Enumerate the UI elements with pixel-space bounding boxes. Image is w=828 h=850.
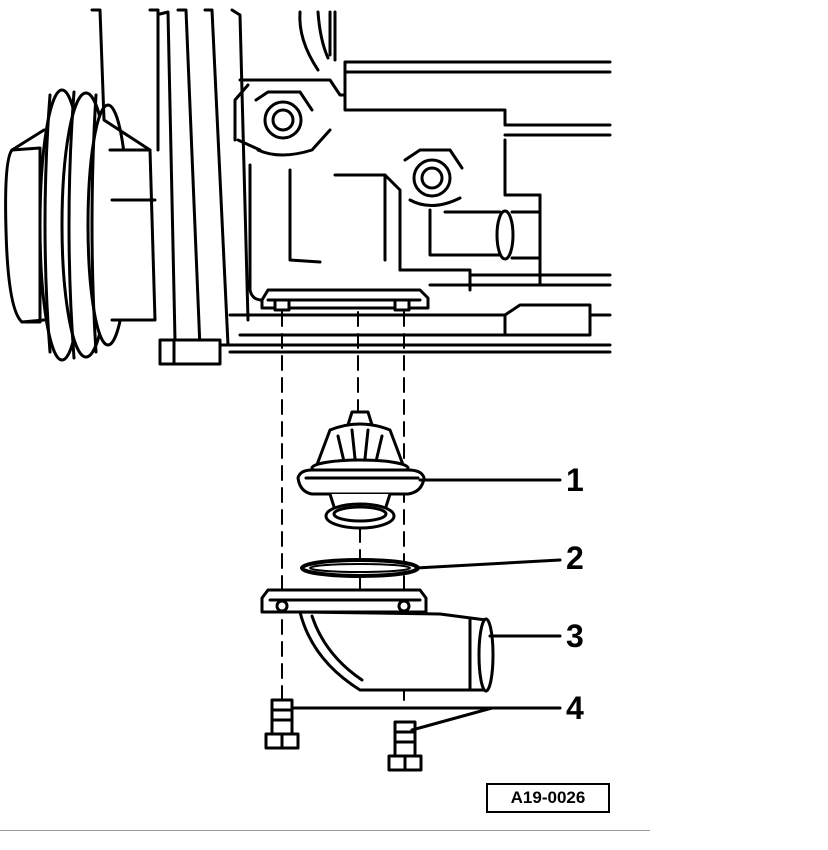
lower-bolt-boss xyxy=(403,148,464,207)
housing-mating-face xyxy=(260,288,430,312)
callout-1: 1 xyxy=(566,462,584,498)
alignment-lines xyxy=(281,311,405,701)
upper-bolt-boss xyxy=(254,90,332,157)
callout-2: 2 xyxy=(566,540,584,576)
mounting-bolt-left xyxy=(264,698,300,750)
leader-4b xyxy=(410,706,494,732)
mounting-bolt-right xyxy=(387,720,423,772)
callout-3: 3 xyxy=(566,618,584,654)
crank-pulley xyxy=(4,88,130,362)
engine-block xyxy=(4,8,612,366)
leader-2 xyxy=(414,558,562,570)
timing-cover xyxy=(90,8,262,366)
thermostat xyxy=(296,410,426,530)
thermostat-housing xyxy=(260,588,495,693)
water-outlet-stub xyxy=(428,208,542,261)
sealing-ring xyxy=(300,558,420,578)
callout-leaders xyxy=(290,478,562,732)
bottom-divider xyxy=(0,830,650,831)
figure-reference-code: A19-0026 xyxy=(486,783,610,813)
callout-4: 4 xyxy=(566,690,584,726)
